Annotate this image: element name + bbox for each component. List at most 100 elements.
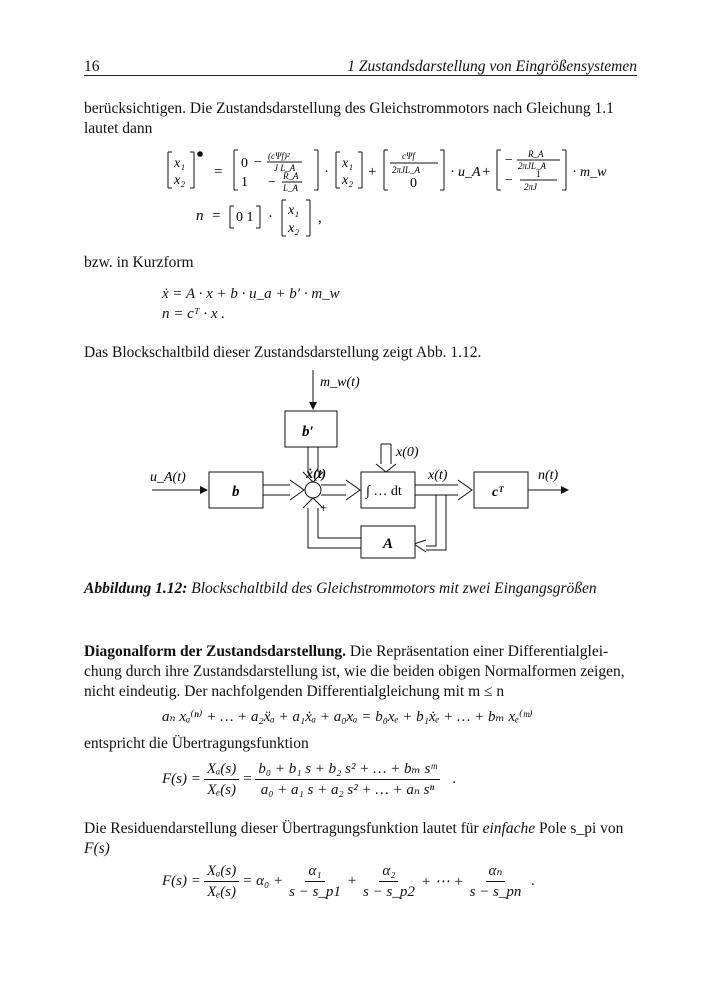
section-line-1: Diagonalform der Zustandsdarstellung. Di… [84,641,608,662]
section-line-3: nicht eindeutig. Der nachfolgenden Diffe… [84,683,505,700]
label-cT: cᵀ [492,485,504,500]
c-row: 0 1 [236,210,254,225]
block-bprime [284,410,338,448]
paragraph-5-part-1: Die Residuendarstellung dieser Übertragu… [84,820,483,837]
m-input: m_w [580,165,607,180]
label-ua: u_A(t) [150,470,186,485]
block-integrator [360,471,416,509]
label-xdot: ẋ(t) [305,467,326,482]
label-A: A [382,536,393,552]
label-b: b [232,484,240,500]
vec3-x1: x₁ [287,203,299,218]
svg-text:−: − [505,153,513,168]
res-mid: = α₀ + [242,873,284,889]
A-r2c1: 1 [241,175,248,190]
section-line-1-rest: Die Repräsentation einer Differentialgle… [349,643,609,660]
paragraph-5-line-1: Die Residuendarstellung dieser Übertragu… [84,818,623,839]
label-n: n(t) [538,468,559,483]
state-equation-matrices: x₁ x₂ = 0 − (cΨf)² J L_A 1 − R_A L_A · x… [167,149,607,237]
svg-text:+: + [482,164,490,180]
tf-lhs: F(s) = [162,771,201,787]
res-tn-num: αₙ [485,862,506,882]
label-x0: x(0) [395,445,419,460]
paragraph-5-part-2: Pole s_pi von [535,820,624,837]
tf-frac2-den: a₀ + a₁ s + a₂ s² + … + aₙ sⁿ [260,782,435,798]
svg-text:+: + [368,164,376,180]
transfer-function: F(s) = Xₐ(s)Xₑ(s) = b₀ + b₁ s + b₂ s² + … [162,760,457,798]
paragraph-5-emphasis: einfache [482,820,536,837]
res-frac1-den: Xₑ(s) [207,884,237,900]
svg-text:,: , [318,210,322,226]
svg-text:−: − [268,175,276,190]
svg-text:−: − [505,173,513,188]
res-frac1-num: Xₐ(s) [203,862,240,882]
vec2-x1: x₁ [341,156,353,171]
figure-caption-label: Abbildung 1.12: [84,580,188,597]
eq-sign: = [214,164,222,180]
vec-x1: x₁ [173,156,185,171]
bp-r2-den: 2πJ [524,182,538,192]
header-rule [84,75,637,76]
A-r2c2-den: L_A [282,183,299,193]
running-header: 1 Zustandsdarstellung von Eingrößensyste… [347,58,637,75]
res-t1-num: α₁ [305,862,325,882]
paragraph-1-line-2: lautet dann [84,120,153,137]
block-b [208,471,264,509]
paragraph-2: bzw. in Kurzform [84,254,194,271]
vec2-x2: x₂ [341,173,353,188]
block-A [360,525,416,559]
bp-r2-num: 1 [536,169,541,179]
tf-tail: . [452,771,457,787]
svg-text:−: − [254,155,262,170]
res-tn-den: s − s_pn [469,884,522,900]
b-num: cΨf [402,151,416,161]
paragraph-5-line-2: F(s) [84,840,110,857]
vec3-x2: x₂ [287,221,299,236]
u-input: u_A [458,165,481,180]
block-cT [473,471,529,509]
b-den: 2πJL_A [392,165,421,175]
bp-r1-num: R_A [527,149,544,159]
bp-r1-den: 2πJL_A [518,161,547,171]
res-lhs: F(s) = [162,873,201,889]
res-t1-den: s − s_p1 [289,884,341,900]
svg-text:·: · [268,209,273,225]
paragraph-4: entspricht die Übertragungsfunktion [84,735,309,752]
summing-junction [304,481,322,499]
tf-frac2-num: b₀ + b₁ s + b₂ s² + … + bₘ sᵐ [255,760,440,780]
res-tail: . [531,873,536,889]
section-title: Diagonalform der Zustandsdarstellung. [84,643,346,660]
A-r1c2-den: J L_A [274,163,296,173]
res-t2-den: s − s_p2 [363,884,415,900]
svg-text:·: · [572,164,577,180]
section-line-2: chung durch ihre Zustandsdarstellung ist… [84,663,625,680]
svg-text:·: · [324,164,329,180]
paragraph-3: Das Blockschaltbild dieser Zustandsdarst… [84,344,482,361]
A-to-sum [307,506,361,549]
short-form-line-2: n = cᵀ · x . [162,306,225,322]
res-t2-num: α₂ [379,862,399,882]
svg-text:=: = [212,208,220,224]
ode-equation: aₙ xₐ⁽ⁿ⁾ + … + a₂ẍₐ + a₁ẋₐ + a₀xₐ = b₀xₑ… [162,709,533,725]
figure-caption: Abbildung 1.12: Blockschaltbild des Glei… [84,578,597,599]
A-r2c2-num: R_A [282,171,299,181]
res-dots: + ⋯ + [420,874,464,890]
figure-caption-text: Blockschaltbild des Gleichstrommotors mi… [191,580,597,597]
short-form-line-1: ẋ = A · x + b · u_a + b′ · m_w [162,286,340,302]
A-r1c2-num: (cΨf)² [268,151,290,161]
label-x: x(t) [427,468,448,483]
A-r1c1: 0 [241,156,248,171]
label-mw: m_w(t) [320,375,360,390]
paragraph-1-line-1: berücksichtigen. Die Zustandsdarstellung… [84,100,614,117]
feedback-to-A [424,495,447,551]
bprime-to-sum [307,447,319,474]
tf-frac1-den: Xₑ(s) [207,782,237,798]
label-plus: + [320,500,327,515]
output-n: n [196,208,204,224]
dot-marker [197,151,203,157]
label-bprime: b′ [302,424,314,440]
b-r2: 0 [410,176,417,191]
vec-x2: x₂ [173,173,185,188]
page-number: 16 [84,58,100,75]
